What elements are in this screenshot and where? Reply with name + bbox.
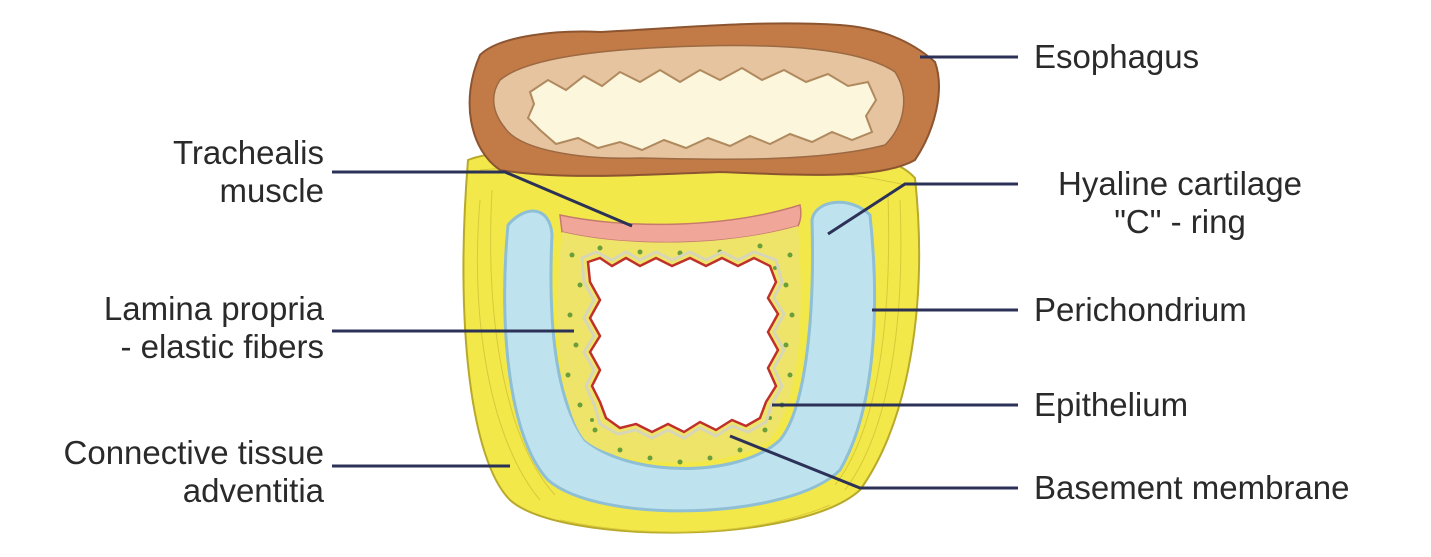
label-basement-text: Basement membrane xyxy=(1034,469,1349,507)
label-trachealis-line2: muscle xyxy=(173,172,324,210)
label-hyaline-cartilage: Hyaline cartilage "C" - ring xyxy=(1030,165,1330,241)
label-lamina-line2: - elastic fibers xyxy=(104,328,324,366)
label-trachealis-line1: Trachealis xyxy=(173,134,324,172)
label-perichondrium: Perichondrium xyxy=(1034,291,1247,329)
label-esophagus: Esophagus xyxy=(1034,38,1199,76)
epithelium-lining xyxy=(588,258,778,432)
label-connective-line2: adventitia xyxy=(64,472,324,510)
label-connective-tissue: Connective tissue adventitia xyxy=(64,434,324,510)
label-esophagus-text: Esophagus xyxy=(1034,38,1199,76)
label-epithelium: Epithelium xyxy=(1034,386,1188,424)
label-epithelium-text: Epithelium xyxy=(1034,386,1188,424)
label-hyaline-line2: "C" - ring xyxy=(1030,203,1330,241)
label-lamina-propria: Lamina propria - elastic fibers xyxy=(104,290,324,366)
label-lamina-line1: Lamina propria xyxy=(104,290,324,328)
label-hyaline-line1: Hyaline cartilage xyxy=(1030,165,1330,203)
label-trachealis-muscle: Trachealis muscle xyxy=(173,134,324,210)
label-perichondrium-text: Perichondrium xyxy=(1034,291,1247,329)
label-basement-membrane: Basement membrane xyxy=(1034,469,1349,507)
label-connective-line1: Connective tissue xyxy=(64,434,324,472)
